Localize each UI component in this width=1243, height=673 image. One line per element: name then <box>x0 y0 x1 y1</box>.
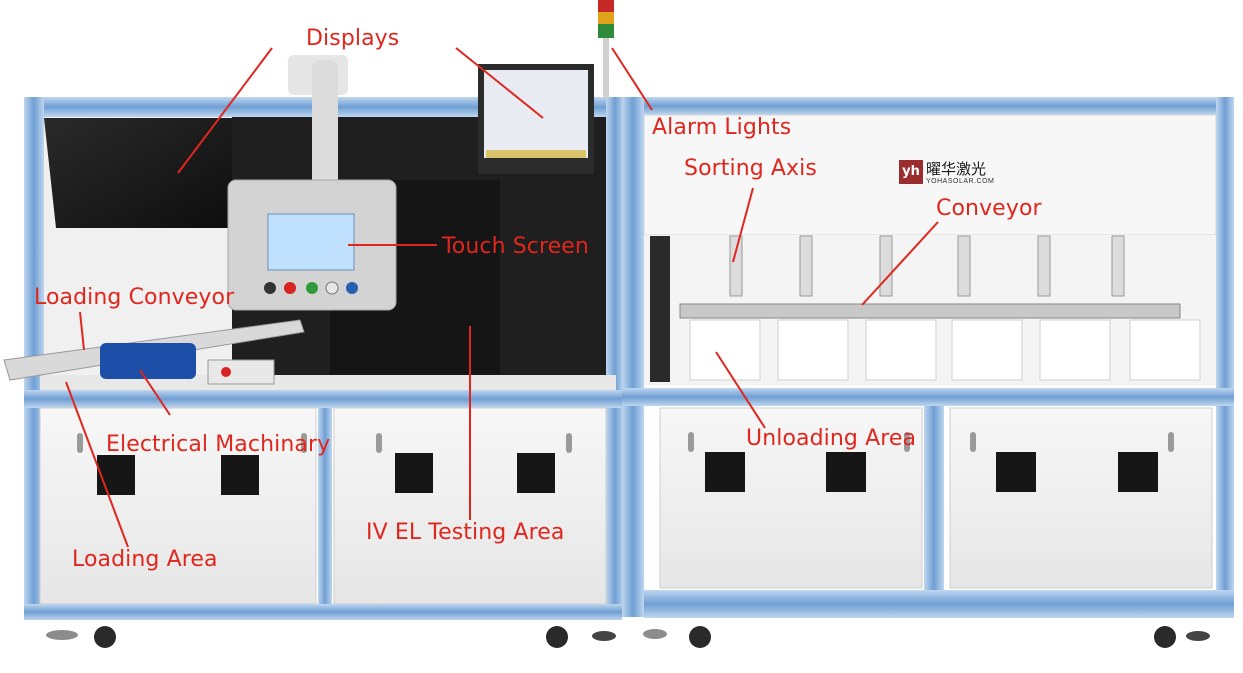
label-alarm-lights: Alarm Lights <box>652 115 792 140</box>
right-machine <box>622 97 1234 648</box>
left-display <box>44 118 232 228</box>
label-loading-area: Loading Area <box>72 547 218 572</box>
loading-conveyor <box>3 319 305 385</box>
touch-screen-pendant <box>227 55 397 311</box>
alarm-light-tower <box>598 0 614 98</box>
brand-name: 曜华激光 <box>926 160 987 178</box>
callout-lines <box>65 47 939 548</box>
label-displays: Displays <box>306 26 400 51</box>
brand-logo: yh <box>899 160 923 184</box>
label-unloading-area: Unloading Area <box>746 426 917 451</box>
brand-site: YOHASOLAR.COM <box>926 178 995 185</box>
label-touch-screen: Touch Screen <box>442 234 589 259</box>
label-loading-conveyor: Loading Conveyor <box>34 285 235 310</box>
label-iv-el-testing-area: IV EL Testing Area <box>366 520 565 545</box>
label-conveyor: Conveyor <box>936 196 1042 221</box>
label-sorting-axis: Sorting Axis <box>684 156 817 181</box>
label-electrical-machinery: Electrical Machinary <box>106 432 331 457</box>
